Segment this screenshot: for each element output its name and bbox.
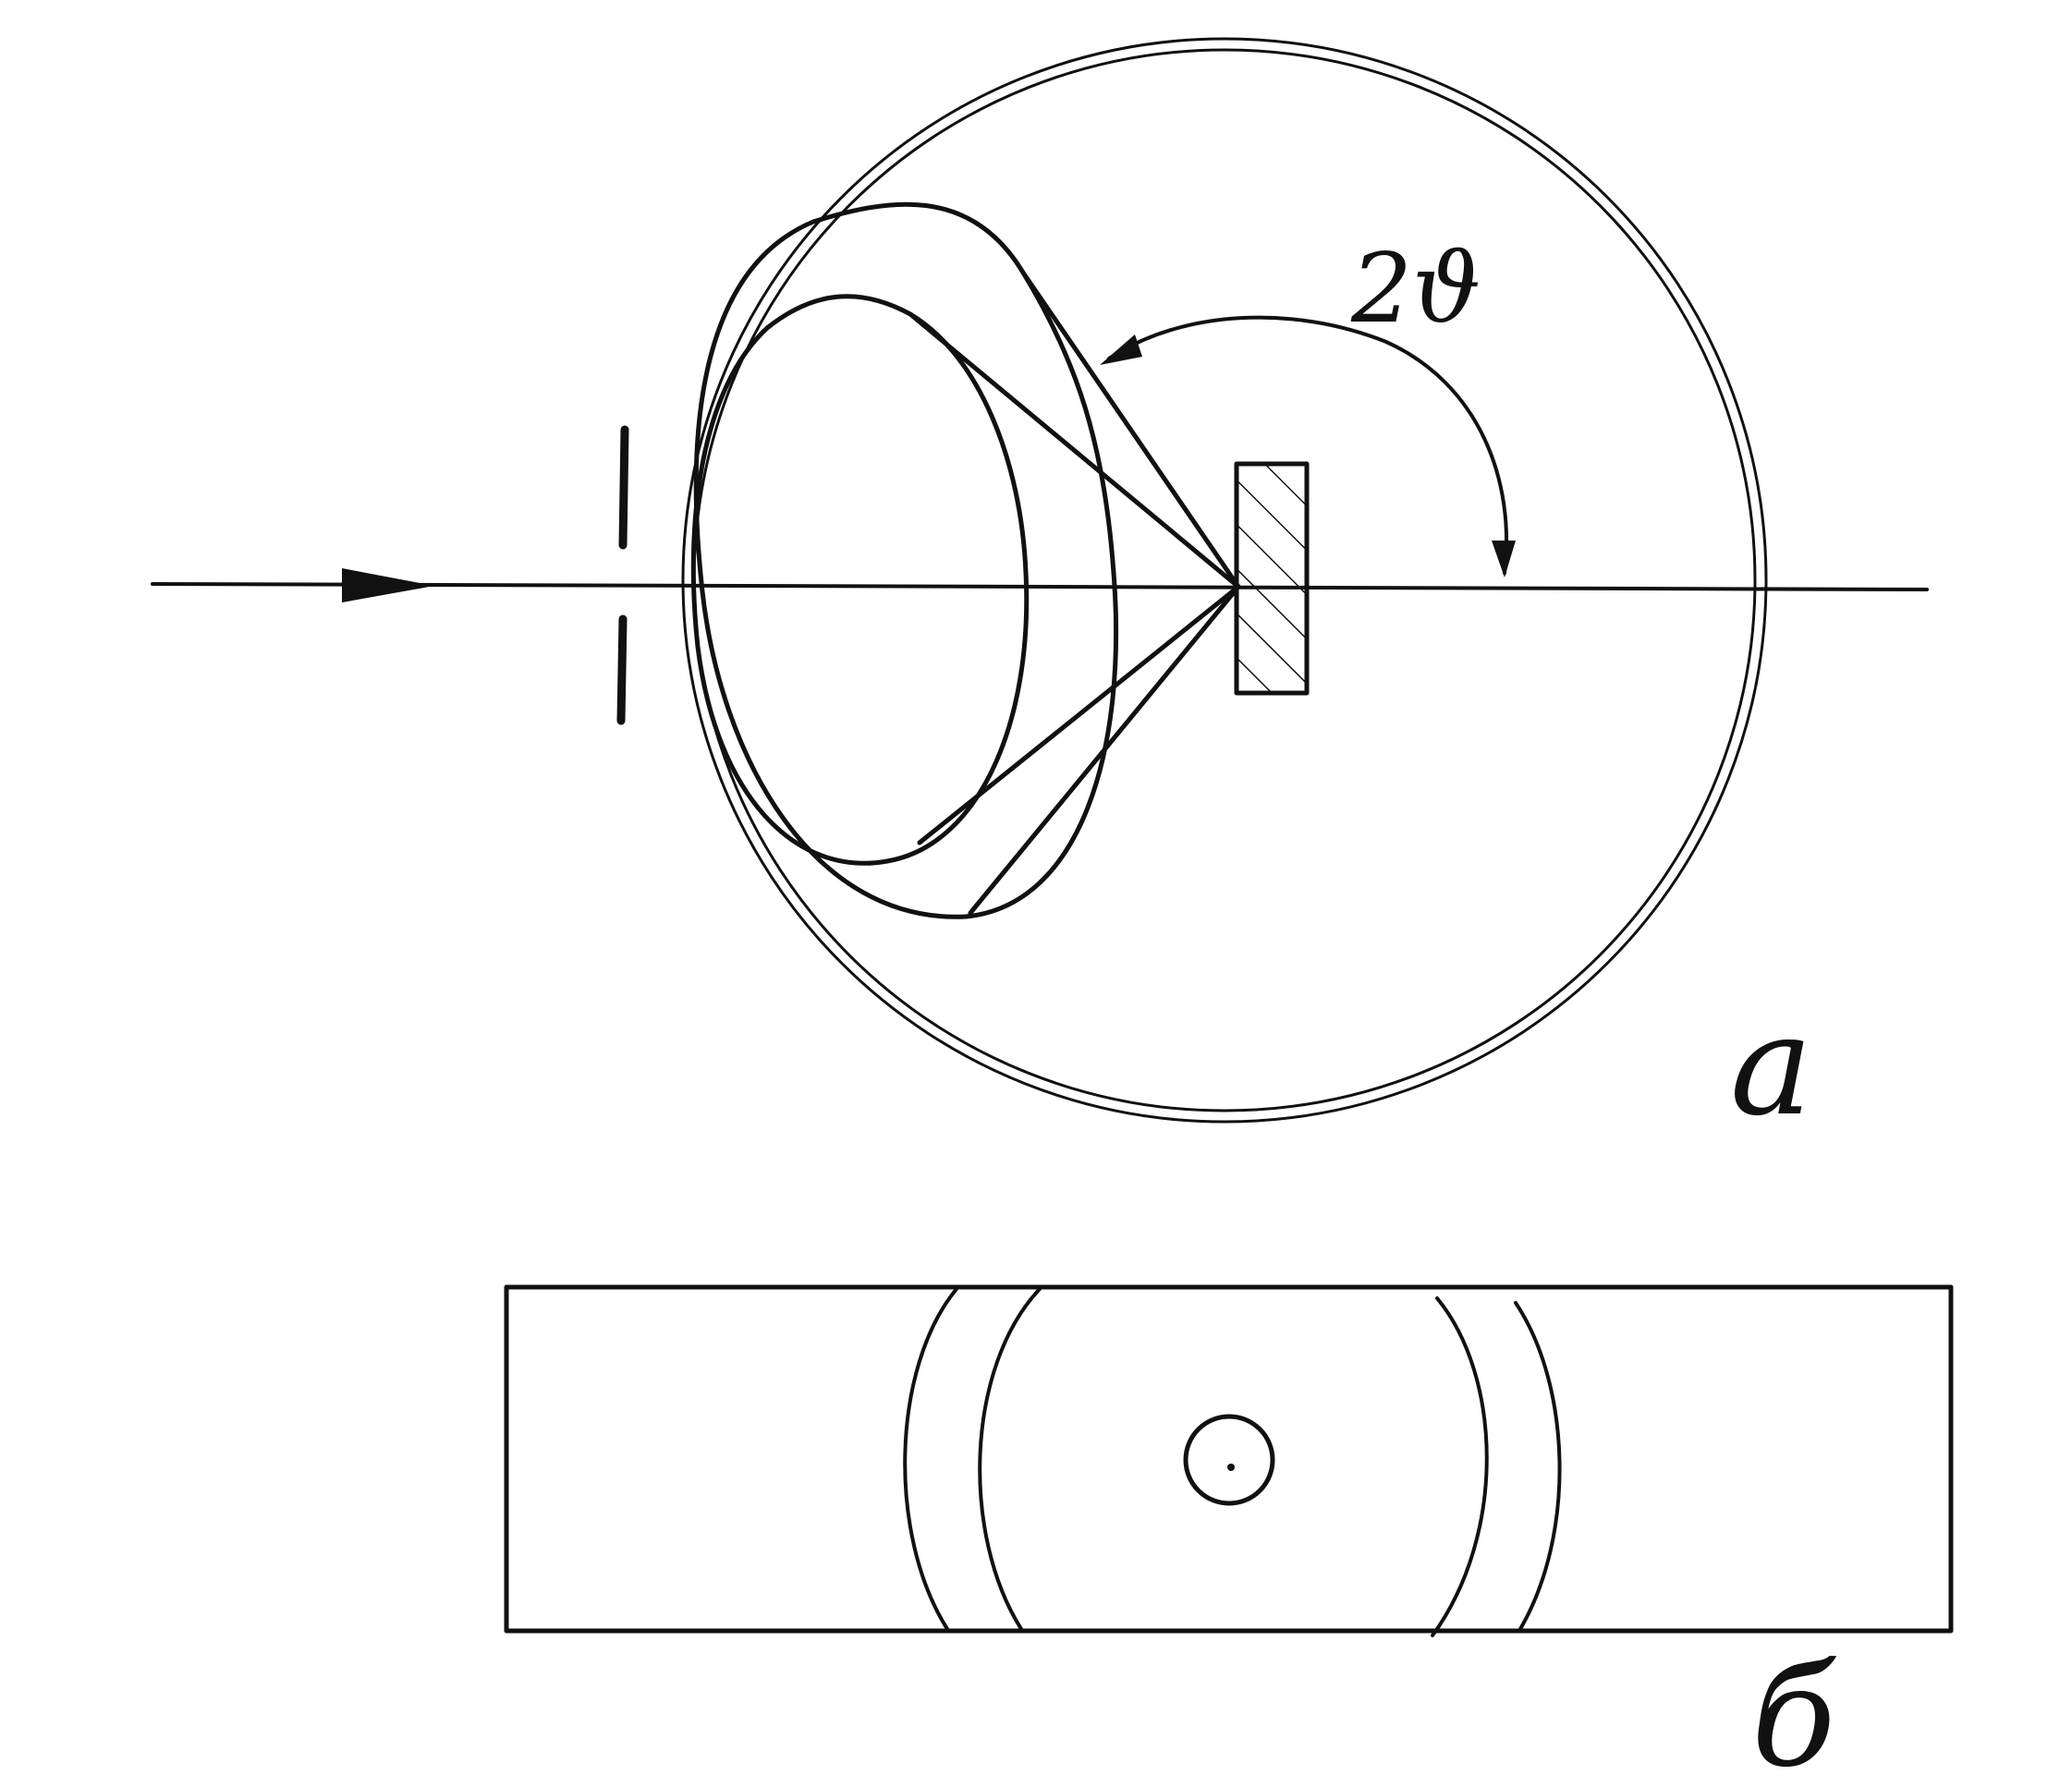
arc-right-outer bbox=[1514, 1301, 1562, 1631]
collimator-slit bbox=[616, 425, 629, 725]
diffraction-cone-inner bbox=[690, 294, 1030, 866]
arc-right-inner bbox=[1431, 1296, 1489, 1637]
incident-beam-arrow bbox=[342, 568, 434, 602]
film-strip bbox=[504, 1284, 1954, 1634]
panel-b-label: б bbox=[1751, 1637, 1837, 1787]
diffraction-arcs bbox=[903, 1287, 1562, 1637]
panel-a: 2ϑ a bbox=[151, 37, 1929, 1147]
angle-label: 2ϑ bbox=[1350, 232, 1481, 345]
cone-rays bbox=[908, 270, 1241, 916]
arc-arrowhead-lower bbox=[1492, 541, 1516, 577]
arc-left-outer bbox=[903, 1287, 958, 1631]
panel-b: б bbox=[504, 1284, 1954, 1787]
angle-2theta-arc bbox=[1100, 315, 1516, 577]
camera-film-circle bbox=[681, 37, 1768, 1124]
arc-arrowhead-upper bbox=[1100, 334, 1142, 365]
beam-exit-hole bbox=[1183, 1414, 1275, 1506]
sample bbox=[1234, 461, 1310, 696]
diffraction-cone-outer bbox=[693, 201, 1119, 919]
arc-left-inner bbox=[978, 1287, 1042, 1631]
incident-beam-axis bbox=[151, 582, 1929, 591]
panel-a-label: a bbox=[1730, 986, 1812, 1147]
